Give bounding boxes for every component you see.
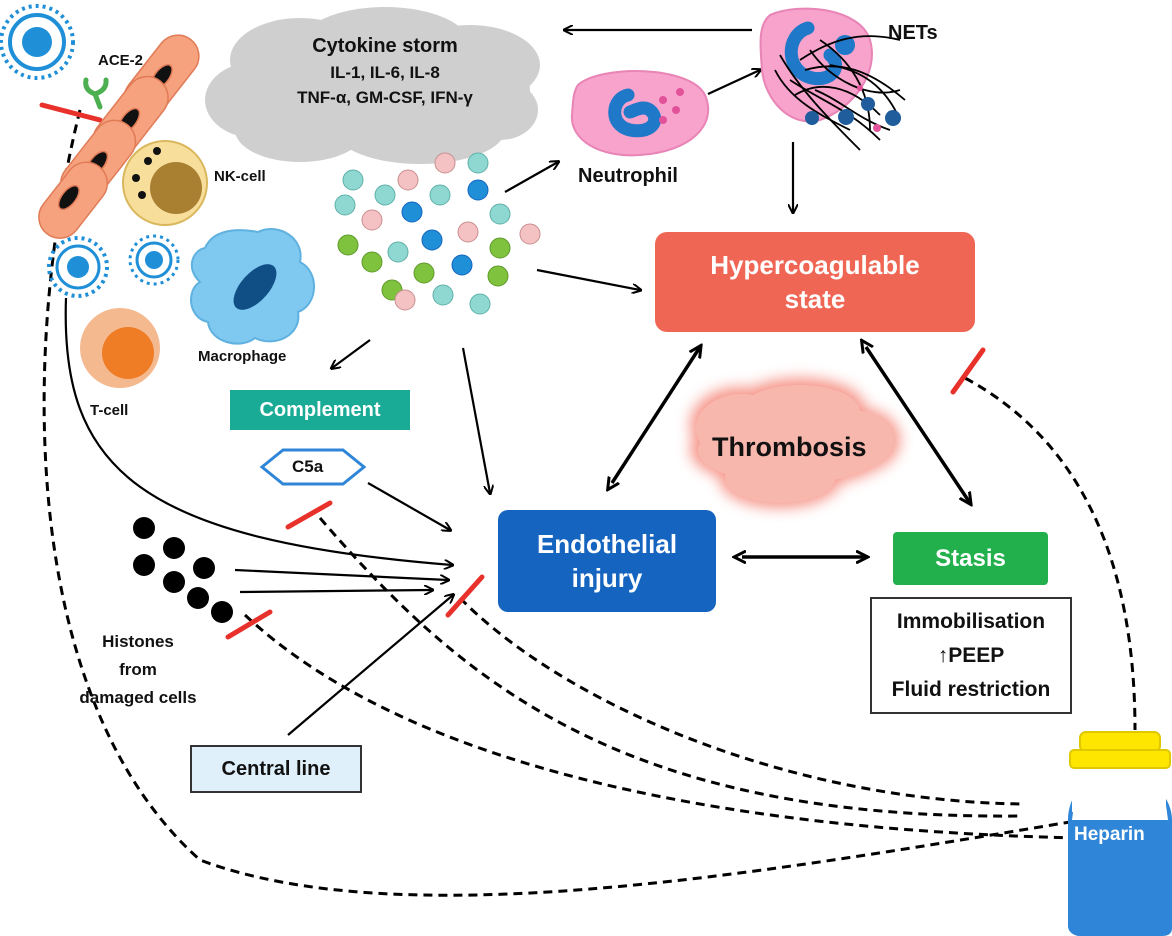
neutrophil-icon <box>570 70 710 157</box>
ace2-label: ACE-2 <box>98 52 144 69</box>
thrombosis-label: Thrombosis <box>712 432 867 462</box>
hypercoagulable-box: Hypercoagulable state <box>655 232 975 332</box>
ace2-receptor-icon <box>83 77 109 110</box>
central-line-label: Central line <box>221 757 331 780</box>
cytokine-storm-title: Cytokine storm <box>312 35 458 57</box>
nets-label: NETs <box>888 22 938 44</box>
hypercoag-line1: Hypercoagulable <box>710 250 920 280</box>
inhibitor-bar-histones <box>225 609 273 640</box>
heparin-line-ace2 <box>42 109 1071 897</box>
inhibitor-bar-ace2 <box>39 102 103 123</box>
arrow-histones-to-endothelial-1 <box>234 568 448 580</box>
hypercoag-line2: state <box>784 284 846 314</box>
arrow-hypercoag-stasis <box>866 347 970 503</box>
heparin-line-c5a <box>318 517 1021 818</box>
stasis-cause-fluid: Fluid restriction <box>891 677 1051 701</box>
t-cell-icon <box>80 308 160 388</box>
complement-label: Complement <box>259 398 381 421</box>
arrow-c5a-to-endothelial <box>367 482 450 530</box>
macrophage-label: Macrophage <box>198 348 287 365</box>
virus-particle-small-1 <box>47 236 109 298</box>
heparin-inhibition-lines <box>42 109 1137 897</box>
cytokine-particles <box>334 152 541 315</box>
endothelial-line1: Endothelial <box>536 529 678 559</box>
histones-text: Histones from damaged cells <box>58 628 218 712</box>
inhibitor-bar-endothelial <box>445 574 485 618</box>
virus-particle-small-2 <box>128 234 180 286</box>
thrombosis-cloud <box>690 378 900 508</box>
arrows <box>64 30 793 736</box>
heparin-line-hypercoag <box>964 376 1137 731</box>
nk-cell-icon <box>122 140 208 226</box>
arrow-neutrophil-to-nets <box>707 70 760 95</box>
histones-line1: Histones <box>102 632 174 651</box>
complement-box: Complement <box>230 390 410 430</box>
stasis-cause-peep: ↑PEEP <box>937 643 1005 667</box>
macrophage-icon <box>189 227 315 345</box>
arrow-endothelial-hypercoag <box>612 347 700 483</box>
stasis-label: Stasis <box>935 544 1006 572</box>
neutrophil-label: Neutrophil <box>578 165 678 187</box>
heparin-line-histones <box>243 613 1081 840</box>
cytokine-storm-line1: IL-1, IL-6, IL-8 <box>330 63 440 82</box>
t-cell-label: T-cell <box>90 402 129 419</box>
arrow-cytokines-to-hypercoag <box>536 268 640 290</box>
histone-dots <box>133 517 233 623</box>
stasis-box: Stasis <box>893 532 1048 585</box>
virus-particle-large <box>0 4 75 80</box>
arrow-cytokines-to-endothelial <box>461 347 490 493</box>
arrow-centralline-to-endothelial <box>287 595 453 736</box>
cytokine-storm-line2: TNF-α, GM-CSF, IFN-γ <box>297 88 473 107</box>
nk-cell-label: NK-cell <box>214 168 266 185</box>
cytokine-storm-text: Cytokine storm IL-1, IL-6, IL-8 TNF-α, G… <box>250 32 520 110</box>
histones-line3: damaged cells <box>79 688 197 707</box>
inhibitor-bars <box>39 102 986 640</box>
endothelial-cells <box>38 34 200 239</box>
heparin-vial-icon <box>1068 731 1172 936</box>
cytokine-storm-cloud <box>205 7 540 164</box>
arrow-cytokines-to-neutrophil <box>504 162 558 193</box>
nets-icon <box>759 7 906 151</box>
central-line-box: Central line <box>190 745 362 793</box>
bidirectional-arrows <box>612 347 970 557</box>
inhibitor-bar-c5a <box>285 500 333 530</box>
inhibitor-bar-hypercoag <box>950 347 986 395</box>
arrow-histones-to-endothelial-2 <box>239 590 432 592</box>
endothelial-injury-box: Endothelial injury <box>498 510 716 612</box>
stasis-cause-immobilisation: Immobilisation <box>896 609 1046 633</box>
stasis-causes-box: Immobilisation ↑PEEP Fluid restriction <box>870 597 1072 714</box>
heparin-line-endothelial <box>458 596 1021 806</box>
histones-line2: from <box>119 660 157 679</box>
heparin-label: Heparin <box>1074 824 1145 845</box>
c5a-hexagon <box>259 448 367 486</box>
endothelial-line2: injury <box>571 563 643 593</box>
arrow-tcell-to-endothelial <box>64 297 452 565</box>
c5a-label: C5a <box>292 457 324 476</box>
arrow-cytokines-to-complement <box>332 339 371 368</box>
